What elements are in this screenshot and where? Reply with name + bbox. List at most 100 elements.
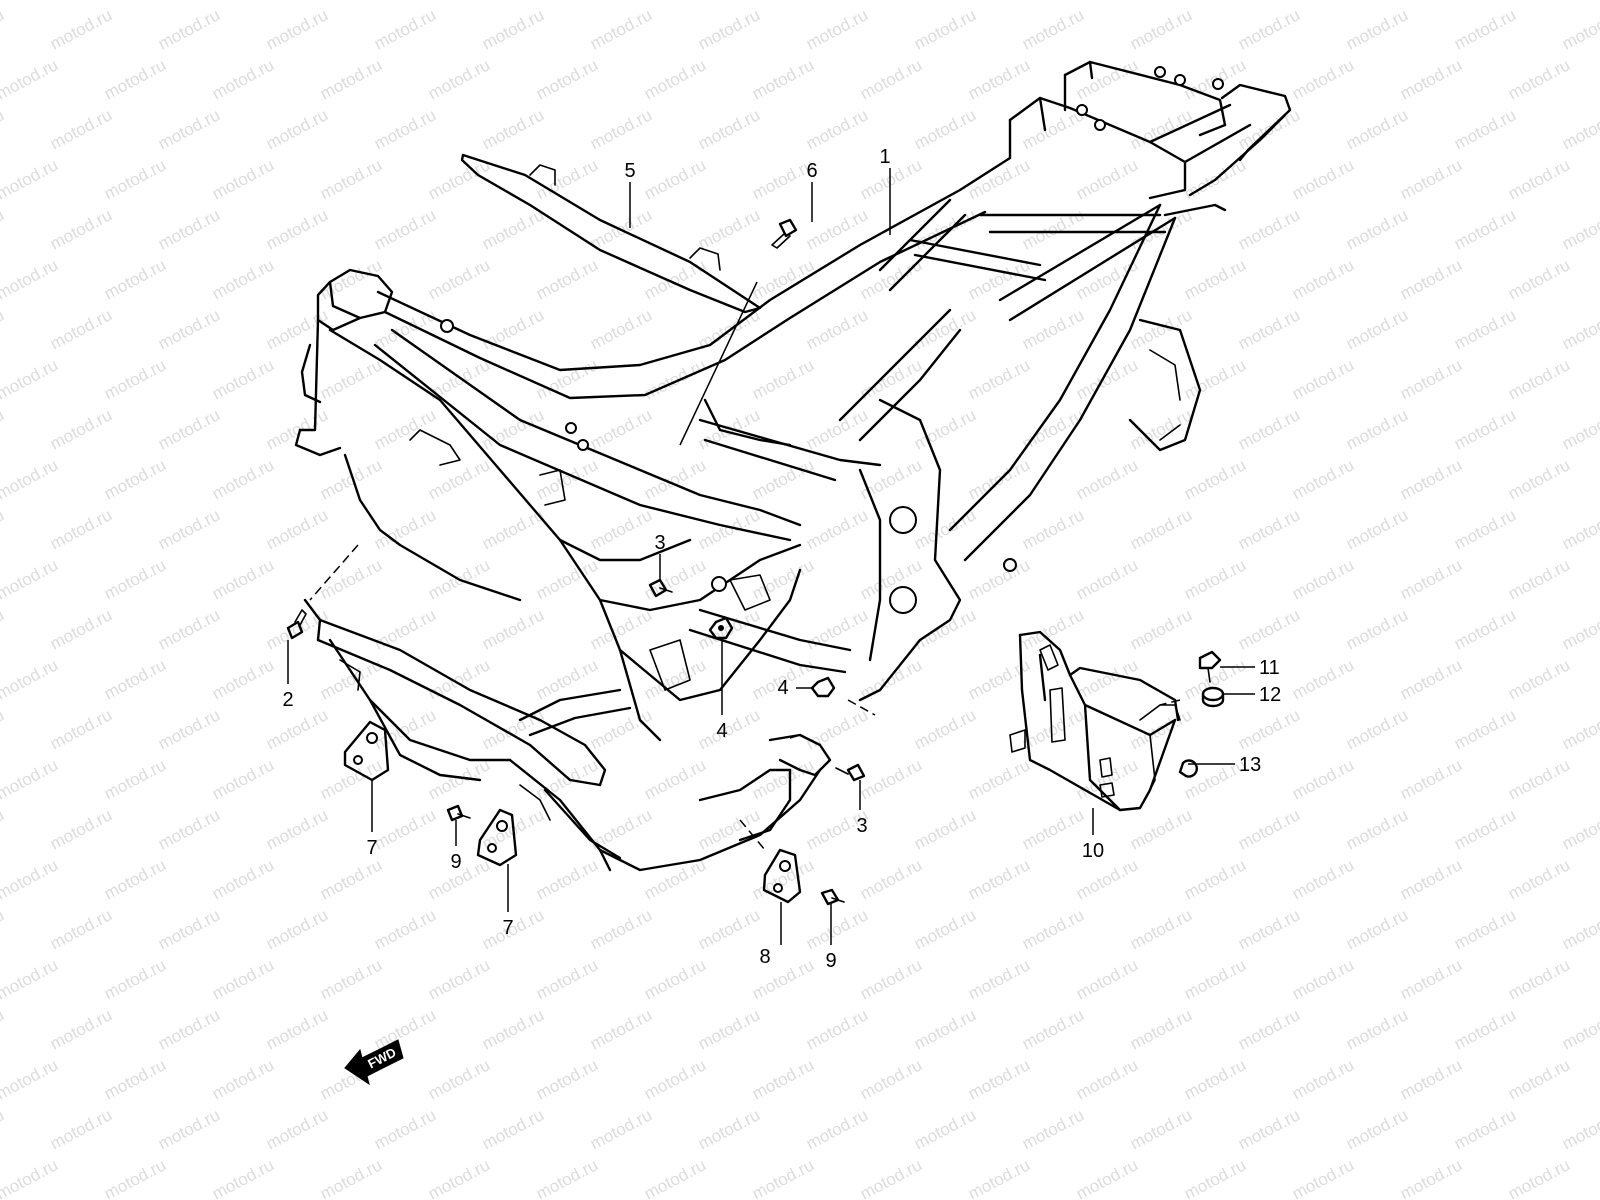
watermark-text: motod.ru [209, 1155, 277, 1200]
watermark-text: motod.ru [479, 1005, 547, 1053]
watermark-text: motod.ru [911, 105, 979, 153]
watermark-text: motod.ru [1289, 955, 1357, 1003]
part-5-plate [460, 153, 762, 314]
watermark-text: motod.ru [317, 955, 385, 1003]
watermark-text: motod.ru [1235, 1105, 1303, 1153]
callout-9: 9 [825, 950, 836, 972]
watermark-text: motod.ru [209, 555, 277, 603]
watermark-text: motod.ru [1505, 955, 1573, 1003]
watermark-text: motod.ru [1235, 505, 1303, 553]
watermark-text: motod.ru [1505, 1155, 1573, 1200]
watermark-text: motod.ru [587, 1105, 655, 1153]
watermark-text: motod.ru [587, 405, 655, 453]
watermark-text: motod.ru [1073, 355, 1141, 403]
watermark-text: motod.ru [695, 805, 763, 853]
watermark-text: motod.ru [425, 0, 493, 4]
watermark-text: motod.ru [1019, 905, 1087, 953]
watermark-text: motod.ru [101, 255, 169, 303]
watermark-text: motod.ru [1235, 605, 1303, 653]
watermark-text: motod.ru [0, 1155, 61, 1200]
watermark-text: motod.ru [1289, 255, 1357, 303]
callout-13: 13 [1239, 754, 1261, 776]
watermark-text: motod.ru [47, 505, 115, 553]
watermark-text: motod.ru [101, 355, 169, 403]
watermark-text: motod.ru [479, 205, 547, 253]
part-6-bolt [771, 218, 798, 249]
watermark-text: motod.ru [479, 5, 547, 53]
watermark-text: motod.ru [101, 455, 169, 503]
watermark-text: motod.ru [1397, 755, 1465, 803]
watermark-text: motod.ru [155, 5, 223, 53]
watermark-text: motod.ru [749, 1155, 817, 1200]
watermark-text: motod.ru [0, 1055, 61, 1103]
watermark-text: motod.ru [0, 455, 61, 503]
watermark-text: motod.ru [965, 955, 1033, 1003]
watermark-text: motod.ru [425, 1155, 493, 1200]
watermark-text: motod.ru [695, 105, 763, 153]
watermark-text: motod.ru [317, 855, 385, 903]
watermark-text: motod.ru [1127, 505, 1195, 553]
watermark-text: motod.ru [1019, 205, 1087, 253]
watermark-text: motod.ru [641, 155, 709, 203]
watermark-text: motod.ru [1505, 855, 1573, 903]
callout-11: 11 [1259, 657, 1280, 679]
watermark-text: motod.ru [0, 205, 7, 253]
watermark-text: motod.ru [533, 555, 601, 603]
watermark-text: motod.ru [533, 855, 601, 903]
watermark-text: motod.ru [1559, 605, 1600, 653]
watermark-text: motod.ru [47, 105, 115, 153]
watermark-text: motod.ru [0, 255, 61, 303]
watermark-text: motod.ru [533, 955, 601, 1003]
watermark-text: motod.ru [263, 305, 331, 353]
watermark-text: motod.ru [1397, 455, 1465, 503]
watermark-text: motod.ru [1559, 305, 1600, 353]
watermark-text: motod.ru [1559, 505, 1600, 553]
watermark-text: motod.ru [0, 305, 7, 353]
watermark-text: motod.ru [749, 0, 817, 4]
watermark-text: motod.ru [965, 555, 1033, 603]
watermark-text: motod.ru [857, 155, 925, 203]
watermark-text: motod.ru [0, 805, 7, 853]
watermark-text: motod.ru [1559, 205, 1600, 253]
watermark-text: motod.ru [857, 355, 925, 403]
watermark-text: motod.ru [1181, 455, 1249, 503]
watermark-text: motod.ru [1451, 305, 1519, 353]
watermark-text: motod.ru [695, 205, 763, 253]
watermark-text: motod.ru [1397, 355, 1465, 403]
watermark-text: motod.ru [209, 155, 277, 203]
watermark-text: motod.ru [857, 0, 925, 4]
watermark-text: motod.ru [1235, 405, 1303, 453]
watermark-text: motod.ru [1073, 455, 1141, 503]
watermark-text: motod.ru [1397, 855, 1465, 903]
watermark-text: motod.ru [1397, 155, 1465, 203]
watermark-text: motod.ru [1181, 955, 1249, 1003]
watermark-text: motod.ru [155, 105, 223, 153]
watermark-text: motod.ru [1181, 255, 1249, 303]
watermark-text: motod.ru [587, 305, 655, 353]
watermark-text: motod.ru [47, 205, 115, 253]
watermark-text: motod.ru [911, 705, 979, 753]
watermark-text: motod.ru [0, 555, 61, 603]
watermark-text: motod.ru [479, 405, 547, 453]
watermark-text: motod.ru [47, 1005, 115, 1053]
watermark-text: motod.ru [749, 455, 817, 503]
watermark-text: motod.ru [1559, 905, 1600, 953]
watermark-text: motod.ru [1073, 1055, 1141, 1103]
watermark-text: motod.ru [587, 5, 655, 53]
part-10-battery-box [1009, 630, 1181, 812]
watermark-text: motod.ru [1019, 405, 1087, 453]
watermark-text: motod.ru [695, 905, 763, 953]
callout-1: 1 [879, 146, 890, 168]
watermark-text: motod.ru [0, 955, 61, 1003]
watermark-text: motod.ru [1289, 1155, 1357, 1200]
watermark-text: motod.ru [1397, 655, 1465, 703]
watermark-text: motod.ru [0, 605, 7, 653]
watermark-text: motod.ru [533, 55, 601, 103]
watermark-text: motod.ru [263, 905, 331, 953]
watermark-text: motod.ru [155, 305, 223, 353]
watermark-text: motod.ru [0, 55, 61, 103]
watermark-text: motod.ru [911, 605, 979, 653]
watermark-text: motod.ru [803, 205, 871, 253]
callout-2: 2 [282, 689, 293, 711]
